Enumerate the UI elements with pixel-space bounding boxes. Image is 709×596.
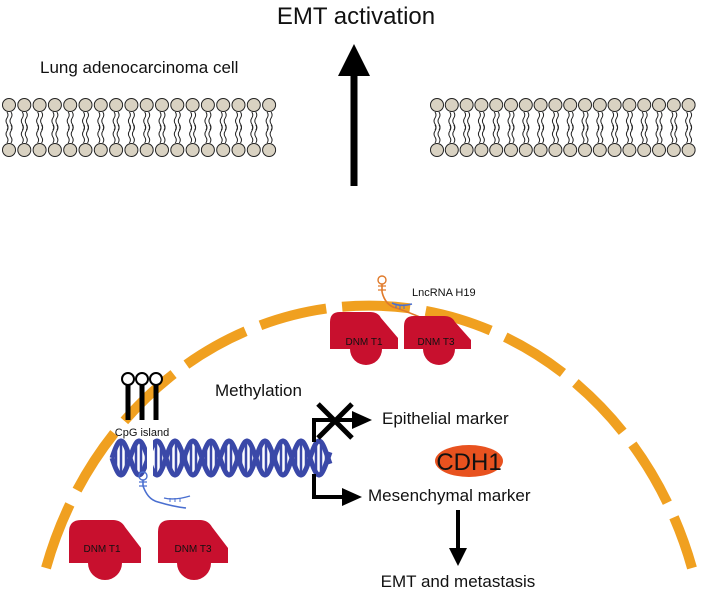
nuclear-envelope <box>41 300 697 570</box>
lncrna-h19-lower <box>138 471 191 509</box>
lipid-molecule <box>155 98 169 157</box>
dnmt1-lower-label: DNM T1 <box>83 544 120 555</box>
lipid-molecule <box>666 98 681 157</box>
lipid-molecule <box>518 98 533 157</box>
mesenchymal-marker-label: Mesenchymal marker <box>368 486 531 505</box>
methylation-marks <box>121 372 163 420</box>
dnmt1-upper-label: DNM T1 <box>345 337 382 348</box>
lipid-molecule <box>533 98 548 157</box>
mesenchymal-transcription-arrow <box>312 474 362 506</box>
lipid-molecule <box>200 98 215 157</box>
lipid-molecule <box>109 98 124 157</box>
lipid-molecule <box>17 98 32 157</box>
lipid-molecule <box>93 98 108 157</box>
lipid-molecule <box>637 98 652 157</box>
dnmt1-enzyme-lower <box>69 520 141 580</box>
cell-type-label: Lung adenocarcinoma cell <box>40 58 238 77</box>
cell-membrane-left <box>2 98 277 157</box>
lipid-molecule <box>170 98 185 157</box>
cell-membrane-right <box>430 98 696 157</box>
lipid-molecule <box>459 98 474 157</box>
lipid-molecule <box>652 98 666 157</box>
lipid-molecule <box>185 98 200 157</box>
lipid-molecule <box>548 98 563 157</box>
lipid-molecule <box>592 98 607 157</box>
cpg-island-label: CpG island <box>115 427 169 439</box>
lipid-molecule <box>504 98 518 157</box>
lipid-molecule <box>32 98 47 157</box>
lipid-molecule <box>262 98 277 157</box>
lipid-molecule <box>216 98 231 157</box>
emt-metastasis-label: EMT and metastasis <box>381 572 536 591</box>
dnmt3-lower-label: DNM T3 <box>174 544 211 555</box>
lipid-molecule <box>2 98 16 157</box>
emt-metastasis-arrow <box>449 510 467 566</box>
lipid-molecule <box>444 98 459 157</box>
cdh1-label: CDH1 <box>436 449 501 476</box>
lipid-molecule <box>246 98 261 157</box>
blocked-epithelial-arrow <box>312 402 372 442</box>
lipid-molecule <box>430 98 444 157</box>
lipid-molecule <box>231 98 246 157</box>
epithelial-marker-label: Epithelial marker <box>382 409 509 428</box>
lipid-molecule <box>474 98 489 157</box>
cdh1-badge <box>435 445 503 477</box>
lipid-molecule <box>622 98 637 157</box>
lipid-molecule <box>124 98 139 157</box>
lncrna-h19-label: LncRNA H19 <box>412 287 476 299</box>
emt-activation-arrow <box>338 44 370 186</box>
dnmt3-enzyme-lower <box>158 520 228 580</box>
lipid-molecule <box>578 98 592 157</box>
dna-double-helix <box>109 436 333 480</box>
dnmt3-upper-label: DNM T3 <box>417 337 454 348</box>
lipid-molecule <box>78 98 93 157</box>
lipid-molecule <box>47 98 62 157</box>
lipid-molecule <box>563 98 578 157</box>
lipid-molecule <box>607 98 622 157</box>
lipid-molecule <box>489 98 504 157</box>
dnmt3-enzyme-upper <box>404 316 471 365</box>
lipid-molecule <box>681 98 696 157</box>
emt-activation-label: EMT activation <box>277 3 435 30</box>
methylation-label: Methylation <box>215 381 302 400</box>
dnmt1-enzyme-upper <box>330 312 398 365</box>
lipid-molecule <box>139 98 154 157</box>
lipid-molecule <box>63 98 78 157</box>
